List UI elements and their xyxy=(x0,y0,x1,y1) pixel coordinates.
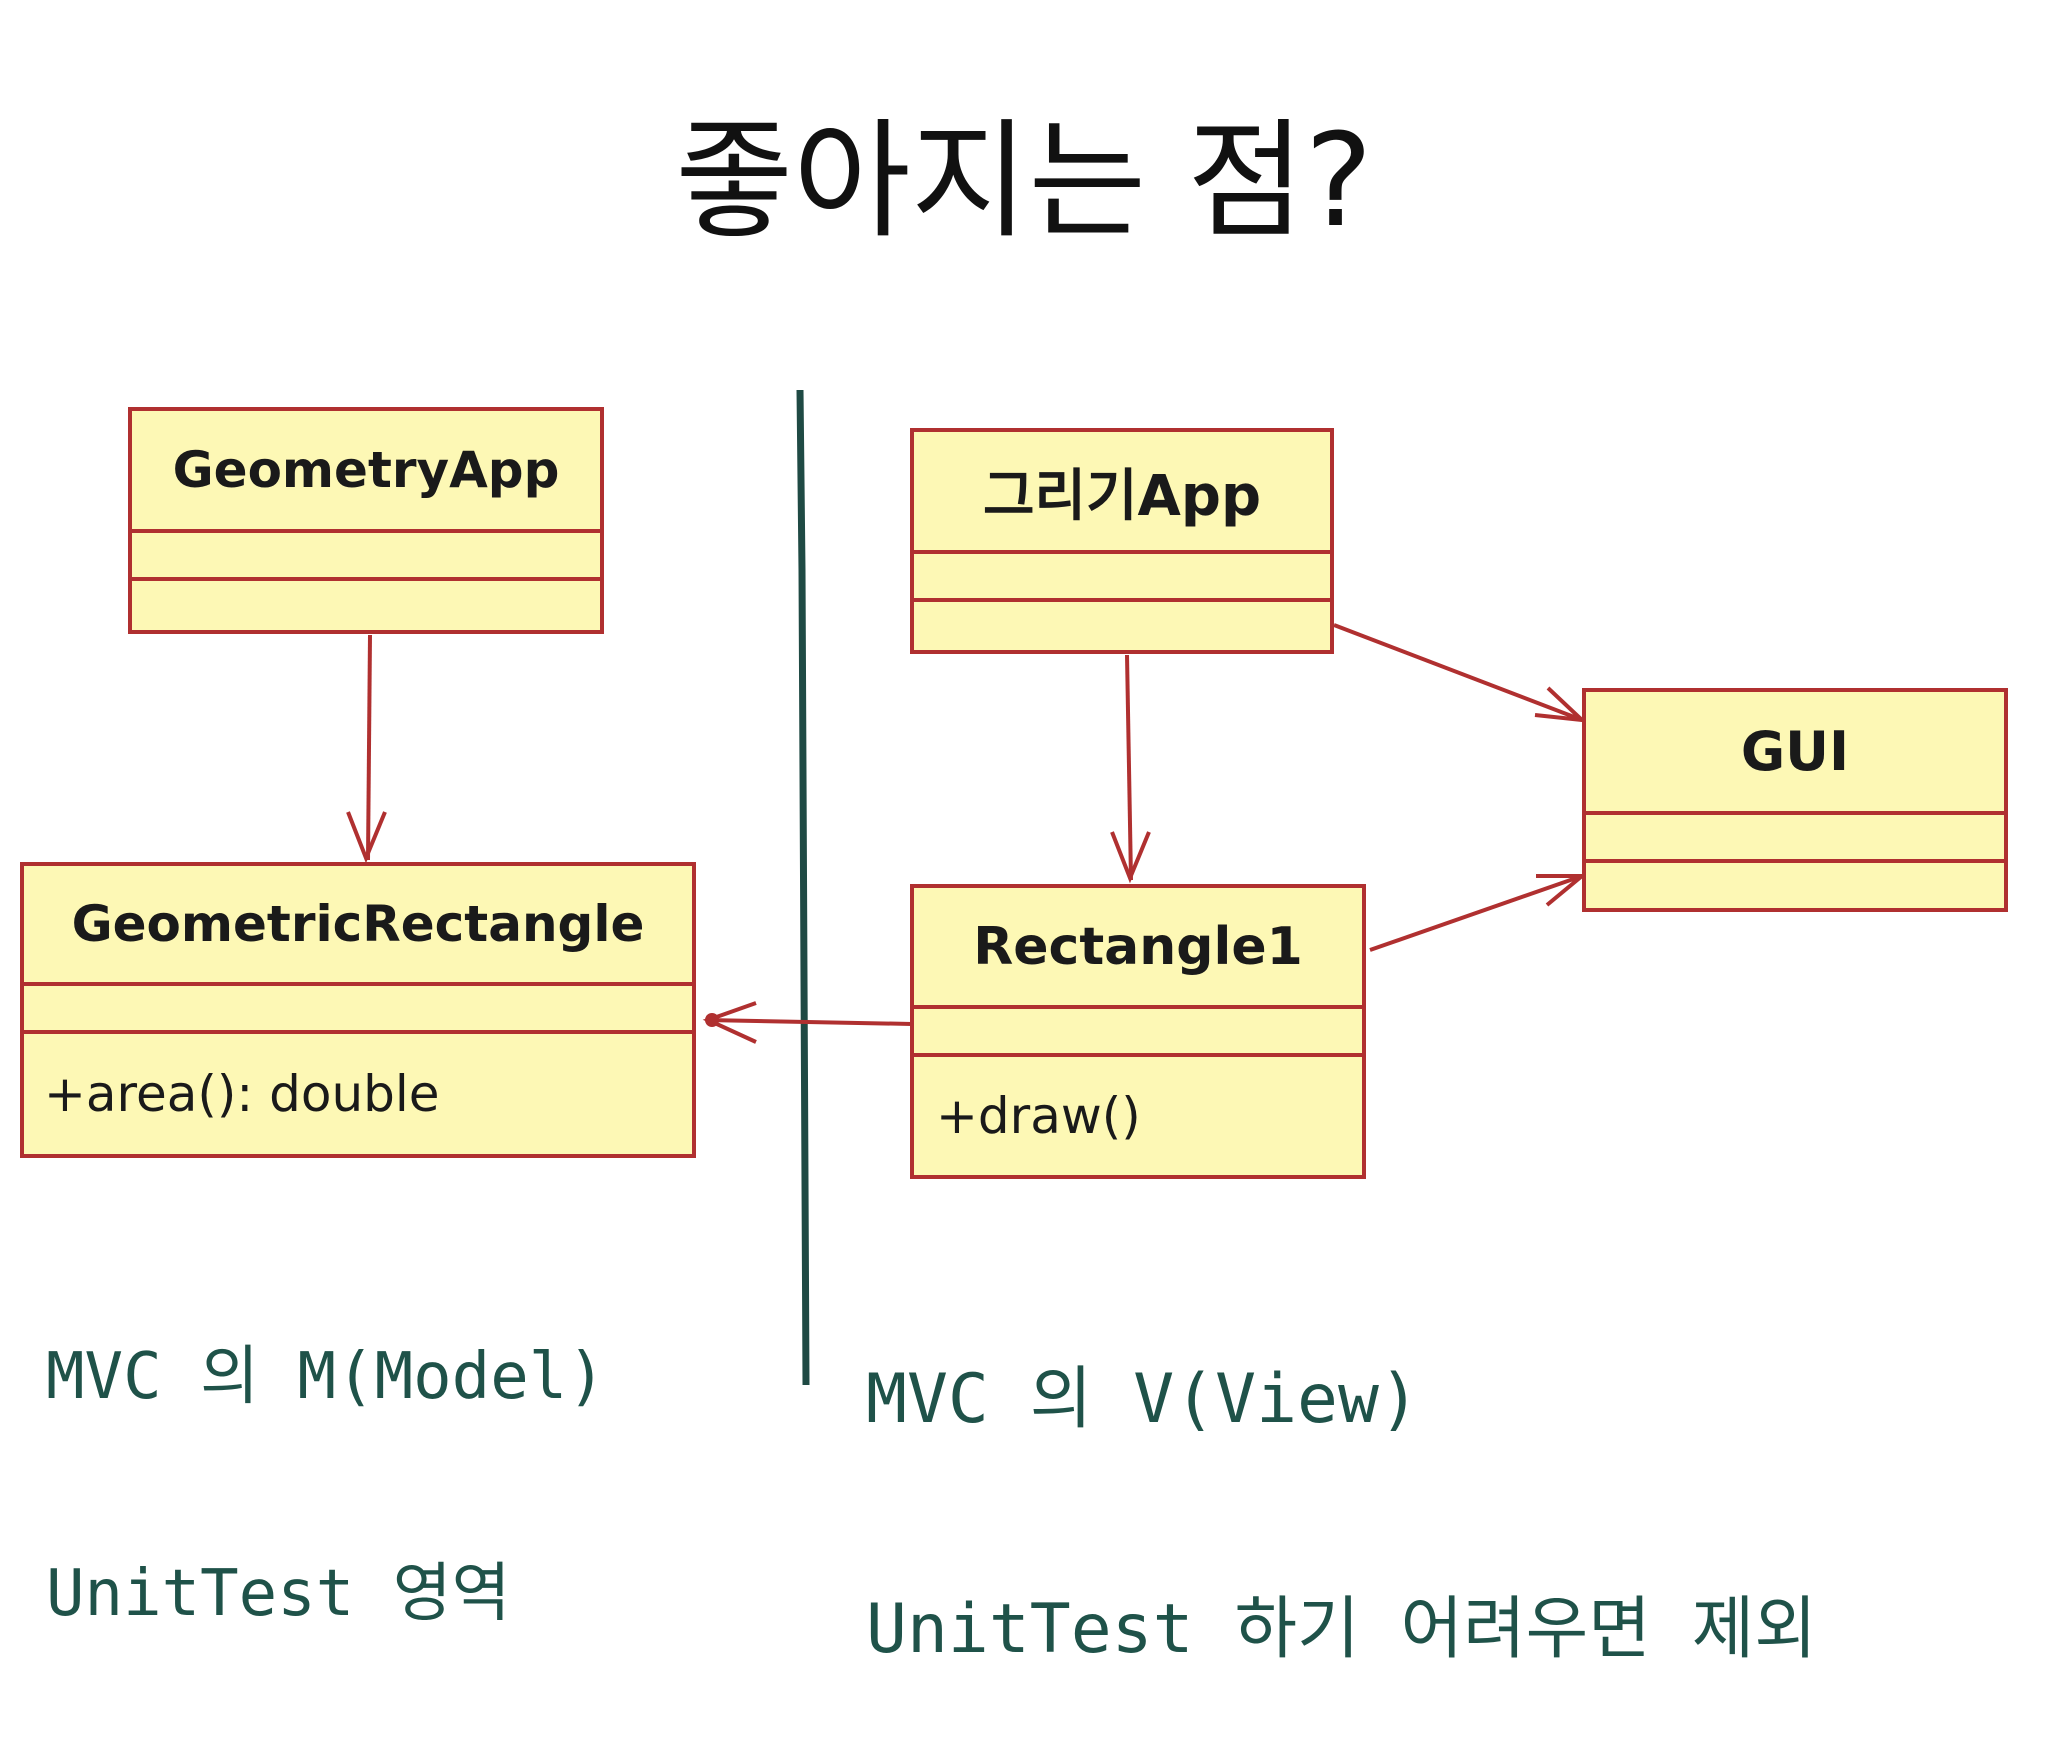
operation-label: +area(): double xyxy=(44,1065,440,1123)
operations-compartment xyxy=(132,581,600,630)
class-name: GeometryApp xyxy=(132,411,600,533)
attributes-compartment xyxy=(24,986,692,1034)
operation-label: +draw() xyxy=(936,1087,1141,1145)
model-area-note: MVC 의 M(Model) UnitTest 영역 xyxy=(46,1196,606,1702)
arrow-drawingapp-to-rectangle1 xyxy=(1110,654,1151,884)
class-box-geometricrectangle: GeometricRectangle +area(): double xyxy=(20,862,696,1158)
class-name: GeometricRectangle xyxy=(24,866,692,986)
arrow-geometryapp-to-geometricrectangle xyxy=(346,634,387,864)
class-name: Rectangle1 xyxy=(914,888,1362,1009)
note-line: MVC 의 M(Model) xyxy=(46,1339,606,1414)
class-box-rectangle1: Rectangle1 +draw() xyxy=(910,884,1366,1179)
class-name: 그리기App xyxy=(914,432,1330,554)
class-box-gui: GUI xyxy=(1582,688,2008,912)
note-line: MVC 의 V(View) xyxy=(866,1359,1420,1439)
view-area-note: MVC 의 V(View) UnitTest 하기 어려우면 제외 xyxy=(866,1208,1817,1746)
operations-compartment xyxy=(1586,863,2004,908)
attributes-compartment xyxy=(914,554,1330,602)
note-line: UnitTest 하기 어려우면 제외 xyxy=(866,1590,1817,1670)
attributes-compartment xyxy=(1586,815,2004,863)
divider-line xyxy=(796,389,810,1386)
arrow-rectangle1-to-geometricrectangle xyxy=(702,1001,913,1044)
page-title: 좋아지는 점? xyxy=(675,107,1373,256)
note-line: UnitTest 영역 xyxy=(46,1556,511,1631)
arrow-drawingapp-to-gui xyxy=(1333,623,1588,723)
class-box-geometryapp: GeometryApp xyxy=(128,407,604,634)
class-box-drawingapp: 그리기App xyxy=(910,428,1334,654)
attributes-compartment xyxy=(132,533,600,581)
diagram-connectors xyxy=(346,389,1588,1386)
operations-compartment xyxy=(914,602,1330,650)
class-name: GUI xyxy=(1586,692,2004,815)
attributes-compartment xyxy=(914,1009,1362,1057)
arrow-rectangle1-to-gui xyxy=(1369,874,1588,952)
